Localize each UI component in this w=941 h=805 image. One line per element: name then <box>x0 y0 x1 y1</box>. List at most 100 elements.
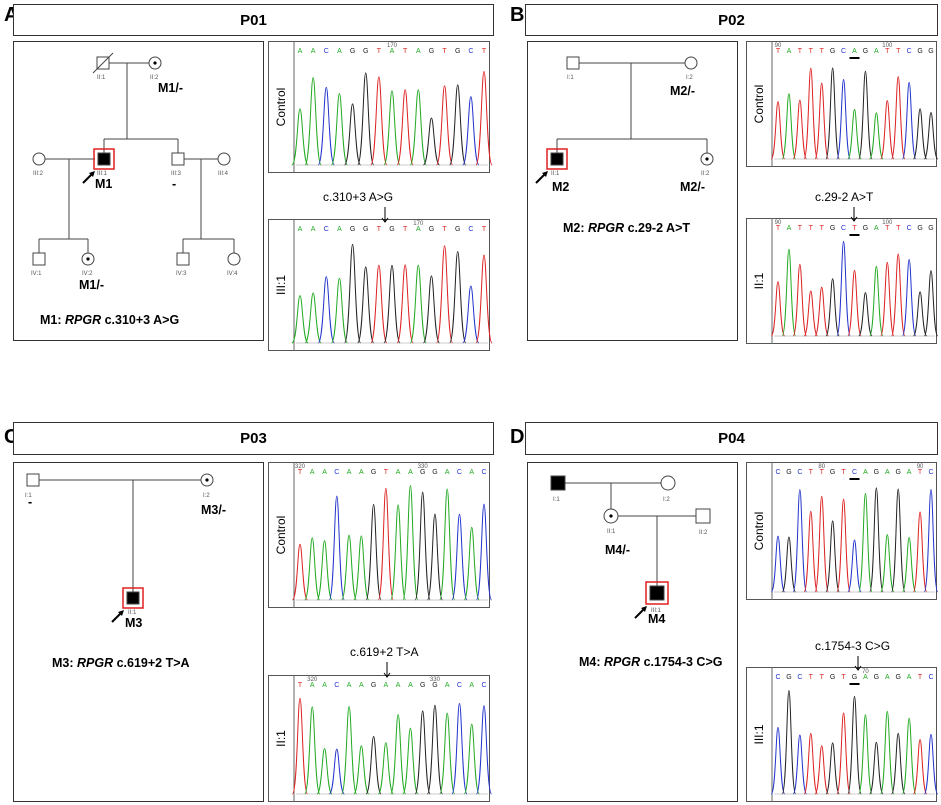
base-call: C <box>775 674 780 681</box>
chromatogram-peak <box>370 76 388 166</box>
base-call: A <box>311 48 316 55</box>
base-call: A <box>416 48 421 55</box>
mutation-caption-c: M3: RPGR c.619+2 T>A <box>52 656 190 670</box>
base-call: A <box>322 469 327 476</box>
chromatogram-peak <box>781 248 797 337</box>
base-call: T <box>809 225 814 232</box>
base-call: T <box>298 682 303 689</box>
chromatogram-peak <box>869 265 884 337</box>
base-call: G <box>432 469 437 476</box>
chromatogram-peak <box>328 748 345 795</box>
base-call: A <box>863 469 868 476</box>
mutation-caption-b: M2: RPGR c.29-2 A>T <box>563 221 691 235</box>
base-call: G <box>389 226 394 233</box>
chromatogram-peak <box>414 710 431 795</box>
chromatogram-peak <box>396 264 414 344</box>
id-iii1: III:1 <box>97 171 108 177</box>
chromatogram-peak <box>836 498 851 593</box>
base-call: C <box>797 674 802 681</box>
chromatogram-peak <box>304 77 322 166</box>
mutation-label-d: c.1754-3 C>G <box>815 639 891 653</box>
mutation-label-a: c.310+3 A>G <box>323 190 394 204</box>
base-call: G <box>874 469 879 476</box>
chromatogram-peak <box>475 70 493 166</box>
chromatogram-peak <box>475 254 493 344</box>
base-call: G <box>830 48 835 55</box>
base-call: G <box>874 674 879 681</box>
chromatogram-peak <box>869 741 884 795</box>
position-label: 100 <box>882 43 893 49</box>
pedigree-p01: II:1 II:2 III:2 III:1 III:3 III:4 IV:1 I… <box>31 52 241 277</box>
genotype-ii1: M4/- <box>605 543 630 557</box>
base-call: C <box>468 226 473 233</box>
chromatogram-peak <box>377 487 394 601</box>
mutation-arrow-b-head <box>850 216 858 222</box>
base-call: A <box>445 682 450 689</box>
base-call: T <box>809 48 814 55</box>
base-call: T <box>776 48 781 55</box>
chromatogram-peak <box>912 739 928 795</box>
chromatogram-peak <box>847 539 862 593</box>
id-iii4: III:4 <box>218 171 229 177</box>
chromatogram-peak <box>923 733 939 795</box>
base-call: T <box>820 48 825 55</box>
base-call: T <box>403 48 408 55</box>
base-call: A <box>310 682 315 689</box>
base-call: G <box>852 674 857 681</box>
chromatogram-peak <box>463 723 480 795</box>
chromatogram-peak <box>880 100 895 160</box>
position-label: 90 <box>775 43 782 49</box>
chromatogram-peak <box>396 89 414 166</box>
base-call: A <box>347 469 352 476</box>
proband-highlight-box <box>93 148 115 170</box>
base-call: G <box>863 225 868 232</box>
base-call: C <box>324 226 329 233</box>
base-call: A <box>787 225 792 232</box>
base-call: A <box>359 469 364 476</box>
id-i1: I:1 <box>553 497 560 503</box>
base-call: T <box>384 469 389 476</box>
panel-b-pedigree-box <box>527 41 738 341</box>
base-call: T <box>896 225 901 232</box>
base-call: G <box>895 674 900 681</box>
chromatogram-peak <box>923 111 939 160</box>
panel-b-title: P02 <box>525 4 938 36</box>
chromatogram-peak <box>353 745 370 795</box>
chromatogram-peak <box>390 504 407 601</box>
chromatogram-peak <box>449 251 467 344</box>
base-call: T <box>442 226 447 233</box>
chromatogram-peak <box>814 286 829 337</box>
base-call: T <box>852 225 857 232</box>
chromatogram-peak <box>792 489 808 593</box>
chromatogram-peak <box>836 712 851 795</box>
chromatogram-peak <box>291 543 309 601</box>
chromatogram-peak <box>409 264 427 344</box>
base-call: G <box>917 225 922 232</box>
base-call: A <box>416 226 421 233</box>
genotype-i1: - <box>28 495 33 509</box>
chromatogram-peak <box>901 81 917 160</box>
chromatogram-peak <box>426 513 444 601</box>
id-iii2: III:2 <box>33 171 44 177</box>
chromatogram-peak <box>422 275 441 344</box>
chromatogram-peak <box>328 495 345 601</box>
chromatogram-peak <box>847 108 862 160</box>
genotype-ii2: M2/- <box>680 180 705 194</box>
chromatogram-peak <box>343 103 362 166</box>
mutation-caption-a: M1: RPGR c.310+3 A>G <box>40 313 180 327</box>
chromatogram-peak <box>912 511 928 593</box>
proband-highlight-box <box>645 581 669 605</box>
base-call: C <box>324 48 329 55</box>
base-call: T <box>377 226 382 233</box>
chromatogram-peak <box>901 536 917 593</box>
chromatogram-peak <box>781 93 797 160</box>
chromatogram-peak <box>825 67 840 160</box>
pedigree-female <box>684 56 698 70</box>
base-call: A <box>408 469 413 476</box>
id-ii1: II:1 <box>97 75 106 81</box>
pedigree-female <box>660 475 676 491</box>
chromatogram-peak <box>770 535 786 593</box>
base-call: A <box>396 469 401 476</box>
chromatogram-peak <box>463 526 480 601</box>
